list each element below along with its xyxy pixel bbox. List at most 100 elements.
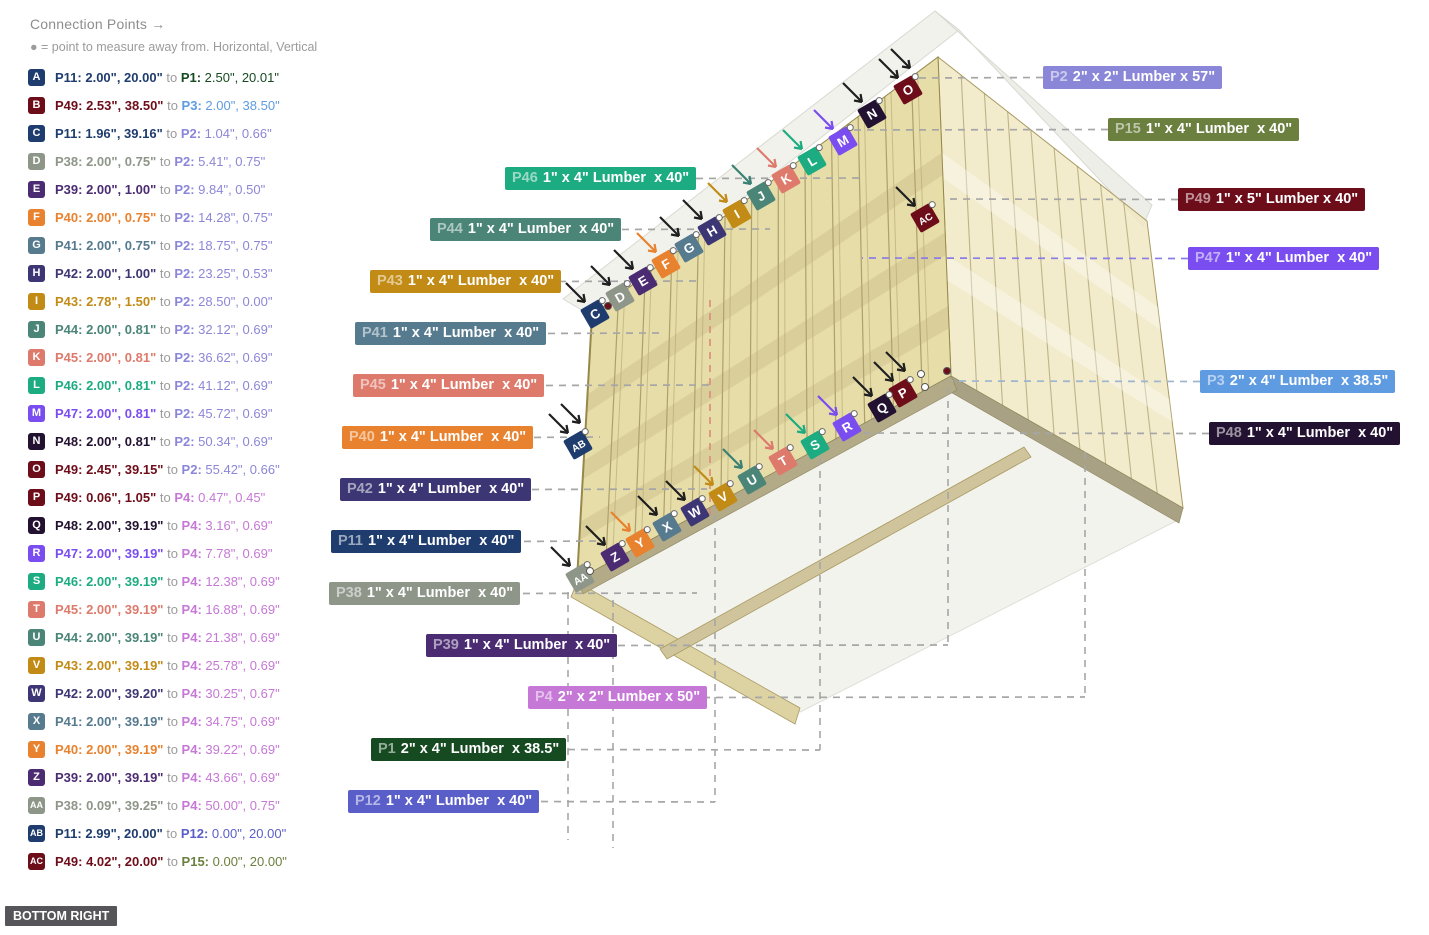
part-number: P2 [1050, 69, 1068, 85]
connection-badge-N: N [28, 432, 45, 450]
to-separator: to [163, 797, 182, 813]
from-point: P39: 2.00", 39.19" [55, 769, 164, 785]
to-separator: to [163, 741, 182, 757]
to-point: P3: 2.00", 38.50" [181, 97, 280, 113]
bottom-right-view-button[interactable]: BOTTOM RIGHT [5, 906, 118, 926]
to-separator: to [156, 377, 175, 393]
from-point: P41: 2.00", 39.19" [55, 713, 164, 729]
structure-render [562, 10, 1184, 725]
to-separator: to [163, 97, 182, 113]
part-number: P4 [535, 689, 553, 705]
from-point: P45: 2.00", 0.81" [55, 349, 157, 365]
from-point: P41: 2.00", 0.75" [55, 237, 157, 253]
marker-K: K [771, 162, 801, 194]
to-separator: to [163, 657, 182, 673]
connection-badge-X: X [28, 712, 45, 730]
to-point: P15: 0.00", 20.00" [181, 853, 287, 869]
marker-P: P [888, 376, 918, 408]
to-point: P4: 50.00", 0.75" [181, 797, 280, 813]
marker-V: V [708, 480, 738, 512]
marker-Y: Y [625, 526, 655, 558]
marker-Z: Z [600, 540, 630, 572]
legend-text: ● = point to measure away from. Horizont… [30, 40, 318, 54]
to-separator: to [163, 545, 182, 561]
marker-W: W [680, 495, 710, 527]
from-point: P11: 2.00", 20.00" [55, 69, 163, 85]
to-point: P12: 0.00", 20.00" [180, 825, 287, 841]
part-number: P41 [362, 325, 388, 341]
from-point: P46: 2.00", 39.19" [55, 573, 164, 589]
to-separator: to [163, 601, 182, 617]
marker-X: X [652, 510, 682, 542]
connection-badge-F: F [28, 208, 45, 226]
to-point: P2: 28.50", 0.00" [174, 293, 273, 309]
connection-badge-H: H [28, 264, 45, 282]
to-separator: to [156, 405, 175, 421]
marker-AB: AB [563, 428, 593, 460]
connection-badge-U: U [28, 628, 45, 646]
to-separator: to [163, 713, 182, 729]
to-point: P2: 32.12", 0.69" [174, 321, 273, 337]
from-point: P44: 2.00", 39.19" [55, 629, 164, 645]
to-separator: to [163, 769, 182, 785]
from-point: P49: 2.45", 39.15" [55, 461, 164, 477]
to-point: P2: 1.04", 0.66" [180, 125, 272, 141]
connection-badge-AC: AC [28, 852, 45, 870]
part-number: P48 [1216, 425, 1242, 441]
measure-point-dot [921, 383, 929, 391]
measure-point-dot [586, 567, 594, 575]
connection-badge-S: S [28, 572, 45, 590]
from-point: P47: 2.00", 39.19" [55, 545, 164, 561]
to-separator: to [162, 125, 181, 141]
to-point: P4: 21.38", 0.69" [181, 629, 280, 645]
to-separator: to [163, 629, 182, 645]
to-point: P2: 5.41", 0.75" [174, 153, 266, 169]
to-point: P2: 50.34", 0.69" [174, 433, 273, 449]
measure-point-dot [943, 367, 951, 375]
connection-badge-T: T [28, 600, 45, 618]
to-separator: to [156, 153, 175, 169]
part-number: P1 [378, 741, 396, 757]
connection-badge-I: I [28, 292, 45, 310]
from-point: P40: 2.00", 39.19" [55, 741, 164, 757]
connection-badge-Q: Q [28, 516, 45, 534]
to-separator: to [156, 349, 175, 365]
from-point: P47: 2.00", 0.81" [55, 405, 157, 421]
connection-badge-K: K [28, 348, 45, 366]
marker-D: D [605, 280, 635, 312]
marker-F: F [651, 247, 681, 279]
connection-badge-L: L [28, 376, 45, 394]
to-point: P4: 3.16", 0.69" [181, 517, 273, 533]
connection-badge-B: B [28, 96, 45, 114]
marker-L: L [797, 144, 827, 176]
marker-T: T [768, 444, 798, 476]
from-point: P49: 4.02", 20.00" [55, 853, 164, 869]
to-point: P2: 14.28", 0.75" [174, 209, 273, 225]
marker-O: O [893, 73, 923, 105]
